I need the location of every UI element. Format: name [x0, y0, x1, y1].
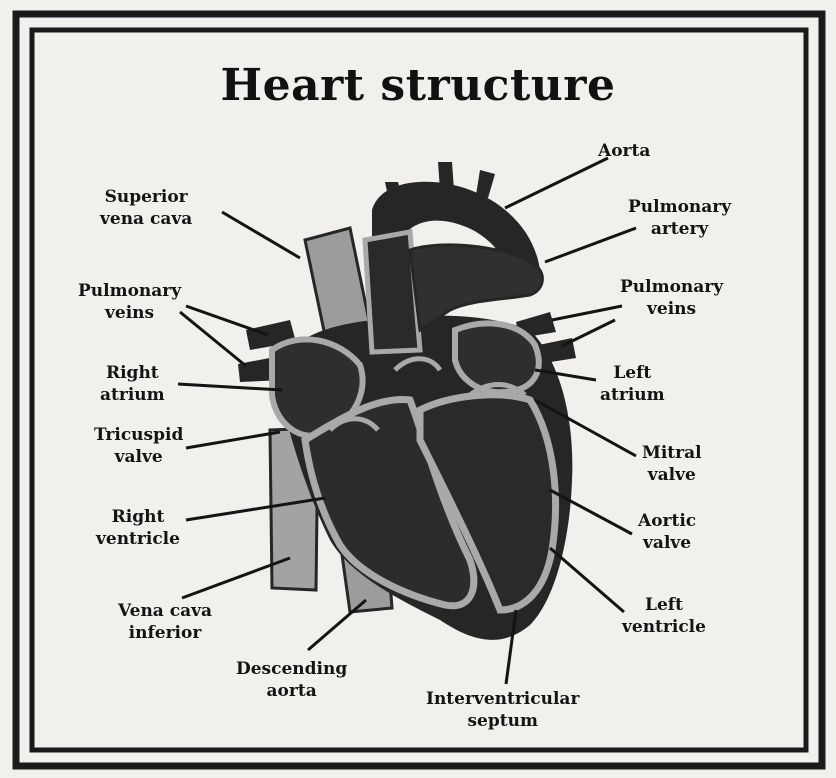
label-right-atrium: Right atrium [100, 362, 165, 406]
label-left-ventricle: Left ventricle [622, 594, 706, 638]
leader-aorta [505, 158, 608, 208]
label-vena-cava-inferior: Vena cava inferior [118, 600, 212, 644]
pulmonary-artery-vessel [410, 245, 542, 330]
label-mitral-valve: Mitral valve [642, 442, 702, 486]
label-tricuspid-valve: Tricuspid valve [94, 424, 183, 468]
leader-pulmonary-veins-right-a [552, 306, 622, 320]
label-left-atrium: Left atrium [600, 362, 665, 406]
leader-right-atrium [178, 384, 282, 390]
leader-tricuspid-valve [186, 432, 280, 448]
leader-pulmonary-veins-left-b [180, 312, 246, 366]
label-descending-aorta: Descending aorta [236, 658, 347, 702]
label-right-ventricle: Right ventricle [96, 506, 180, 550]
label-pulmonary-veins-left: Pulmonary veins [78, 280, 181, 324]
leader-pulmonary-veins-right-b [562, 320, 615, 346]
label-interventricular-septum: Interventricular septum [426, 688, 579, 732]
leader-pulmonary-artery [545, 228, 636, 262]
aorta-branch-3 [476, 170, 495, 198]
leader-superior-vena-cava [222, 212, 300, 258]
label-aorta: Aorta [598, 140, 650, 162]
label-aortic-valve: Aortic valve [638, 510, 696, 554]
label-pulmonary-veins-right: Pulmonary veins [620, 276, 723, 320]
label-pulmonary-artery: Pulmonary artery [628, 196, 731, 240]
diagram-title: Heart structure [0, 60, 836, 111]
leader-descending-aorta [308, 600, 366, 650]
left-atrium-chamber [455, 323, 539, 392]
label-superior-vena-cava: Superior vena cava [100, 186, 192, 230]
leader-pulmonary-veins-left-a [186, 306, 268, 335]
leader-left-ventricle [550, 548, 624, 612]
aorta-branch-2 [438, 162, 454, 190]
